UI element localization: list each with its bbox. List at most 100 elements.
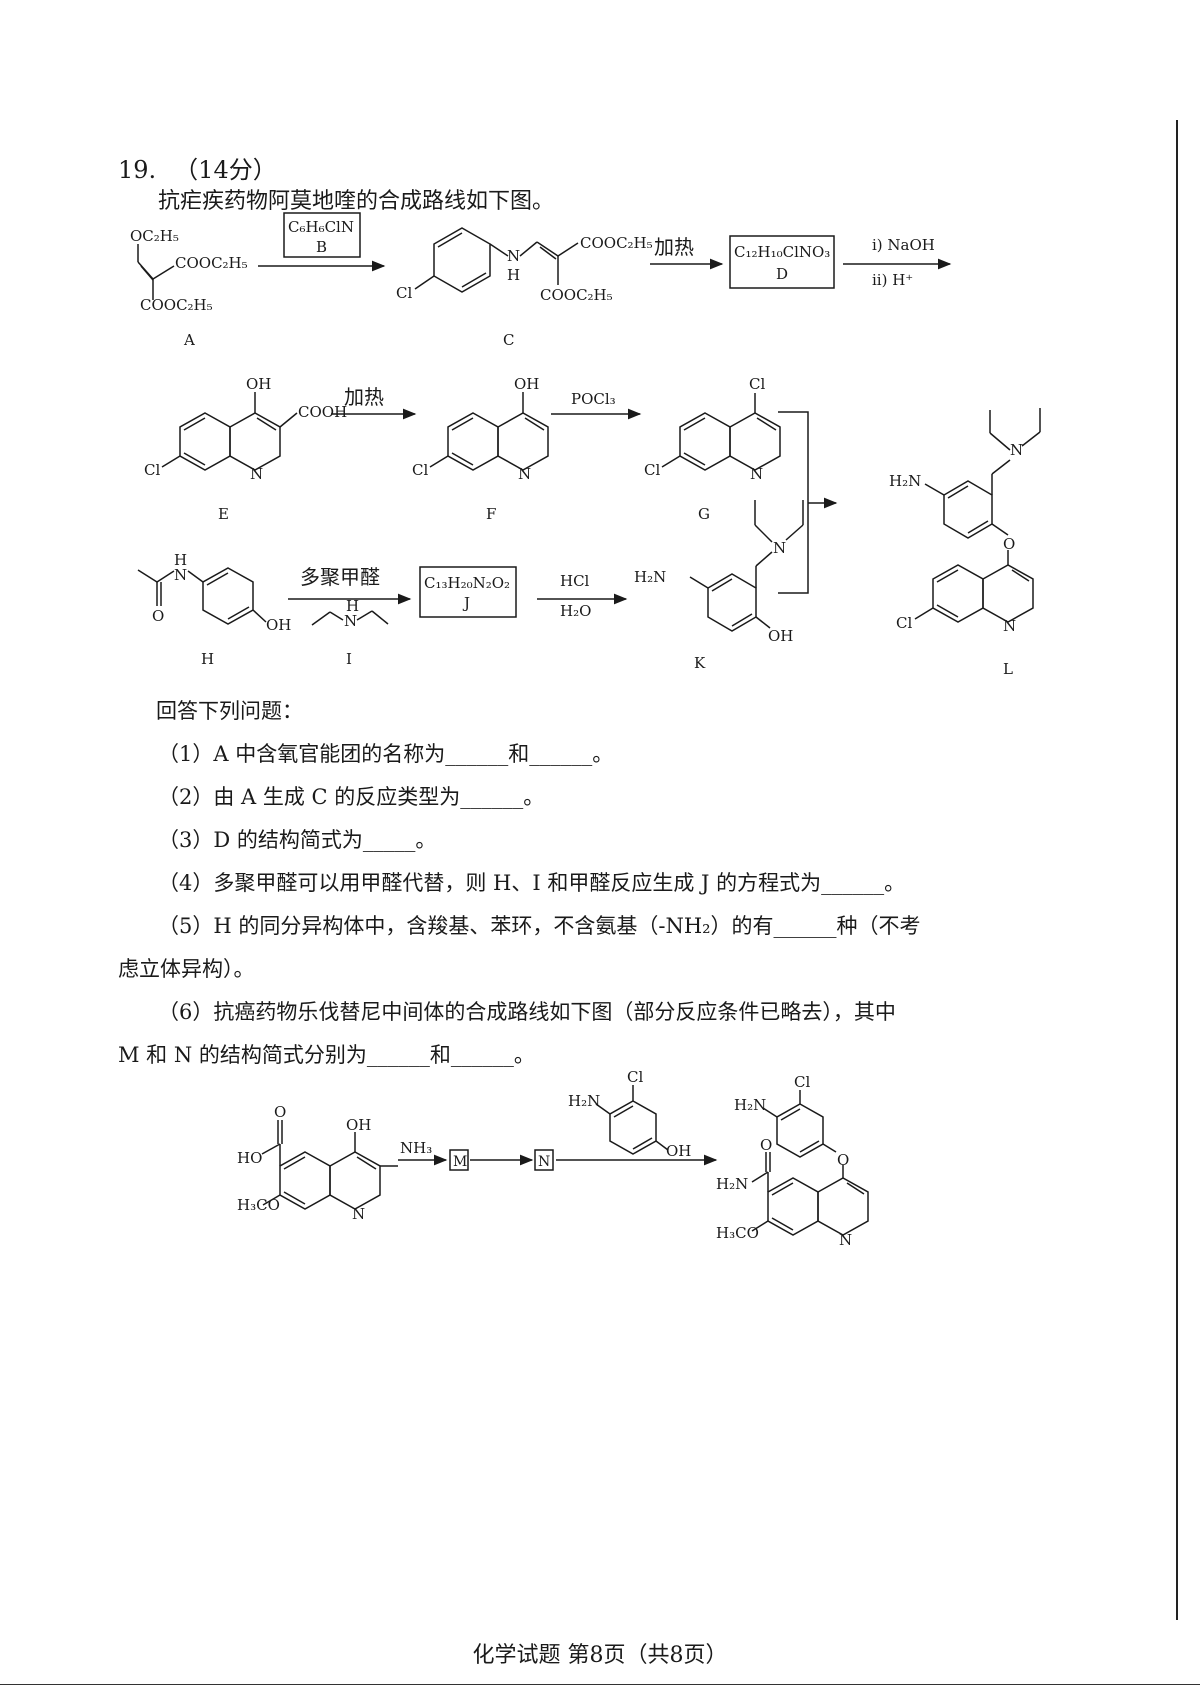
sub-question-2: （2）由 A 生成 C 的反应类型为______。 xyxy=(158,785,545,809)
compound-i xyxy=(311,610,389,626)
heat-label-2: 加热 xyxy=(344,385,384,409)
s2-nh3: NH₃ xyxy=(400,1139,432,1157)
cond-acid: ii) H⁺ xyxy=(872,271,913,289)
h-nh-h: H xyxy=(174,551,187,569)
g-chloro-4: Cl xyxy=(749,375,765,393)
s2-phenol-cl: Cl xyxy=(627,1068,643,1086)
s2-phenol-oh: OH xyxy=(666,1142,691,1160)
s2-start-ho: HO xyxy=(237,1149,262,1167)
pocl3-label: POCl₃ xyxy=(571,390,616,408)
label-i: I xyxy=(346,650,352,668)
label-a: A xyxy=(183,331,195,349)
scheme2-phenol xyxy=(595,1085,669,1155)
sub-question-6-line2: M 和 N 的结构简式分别为______和______。 xyxy=(118,1043,535,1067)
k-hydroxy: OH xyxy=(768,627,793,645)
scheme2-start-compound xyxy=(261,1120,398,1210)
g-chloro-7: Cl xyxy=(644,461,660,479)
label-l: L xyxy=(1003,660,1013,678)
h-carbonyl-o: O xyxy=(152,607,164,625)
compound-l xyxy=(914,408,1041,623)
sub-question-4: （4）多聚甲醛可以用甲醛代替，则 H、I 和甲醛反应生成 J 的方程式为____… xyxy=(158,871,906,895)
s2-product-meo: H₃CO xyxy=(716,1224,759,1242)
e-chloro: Cl xyxy=(144,461,160,479)
page-footer: 化学试题 第8页（共8页） xyxy=(472,1643,728,1668)
h-hydroxy: OH xyxy=(266,616,291,634)
s2-m: M xyxy=(453,1154,467,1170)
sub-question-6-line1: （6）抗癌药物乐伐替尼中间体的合成路线如下图（部分反应条件已略去），其中 xyxy=(158,1000,896,1024)
f-hydroxy: OH xyxy=(514,375,539,393)
l-ether-o: O xyxy=(1003,535,1015,553)
l-amine-n: N xyxy=(1010,441,1023,459)
g-nitrogen: N xyxy=(750,465,763,483)
heat-label-1: 加热 xyxy=(654,235,694,259)
question-header: 19.（14分） xyxy=(118,150,277,185)
e-hydroxy: OH xyxy=(246,375,271,393)
label-b: B xyxy=(316,238,327,256)
label-c: C xyxy=(503,331,514,349)
compound-h xyxy=(137,567,267,625)
reaction-arrows xyxy=(258,258,952,605)
e-nitrogen: N xyxy=(250,465,263,483)
h-nh-n: N xyxy=(174,566,187,584)
compound-k xyxy=(689,500,804,632)
l-ring-n: N xyxy=(1003,617,1016,635)
l-amino: H₂N xyxy=(889,472,921,490)
s2-product-amide-o: O xyxy=(760,1136,772,1154)
k-amino: H₂N xyxy=(634,568,666,586)
s2-start-meo: H₃CO xyxy=(237,1196,280,1214)
question-points: （14分） xyxy=(174,156,277,184)
paraformaldehyde-label: 多聚甲醛 xyxy=(300,565,380,589)
a-ester1: COOC₂H₅ xyxy=(175,254,248,272)
label-h: H xyxy=(201,650,214,668)
s2-n: N xyxy=(538,1154,550,1170)
c-nh-n: N xyxy=(507,247,520,265)
sub-question-5-line2: 虑立体异构）。 xyxy=(118,957,255,981)
intermediate-d-box xyxy=(729,235,835,289)
b-formula: C₆H₆ClN xyxy=(288,218,354,236)
reagent-b-box xyxy=(283,212,361,258)
j-formula: C₁₃H₂₀N₂O₂ xyxy=(424,574,510,592)
box-m xyxy=(449,1149,469,1171)
d-formula: C₁₂H₁₀ClNO₃ xyxy=(734,243,830,261)
s2-product-cl: Cl xyxy=(794,1073,810,1091)
label-g: G xyxy=(698,505,710,523)
e-carboxyl: COOH xyxy=(298,403,347,421)
label-f: F xyxy=(486,505,496,523)
intermediate-j-box xyxy=(419,566,517,618)
c-nh-h: H xyxy=(507,266,520,284)
answer-section: 回答下列问题： （1）A 中含氧官能团的名称为______和______。 （2… xyxy=(118,690,1078,1077)
c-chloro: Cl xyxy=(396,284,412,302)
sub-question-1: （1）A 中含氧官能团的名称为______和______。 xyxy=(158,742,614,766)
s2-start-n: N xyxy=(352,1205,365,1223)
compound-a xyxy=(137,244,175,300)
compound-e xyxy=(161,392,298,471)
sub-question-5-line1: （5）H 的同分异构体中，含羧基、苯环，不含氨基（-NH₂）的有______种（… xyxy=(158,914,921,938)
cond-naoh: i) NaOH xyxy=(872,236,935,254)
sub-question-3: （3）D 的结构简式为_____。 xyxy=(158,828,437,852)
box-n xyxy=(534,1149,554,1171)
water-label: H₂O xyxy=(560,602,591,620)
a-ethoxy: OC₂H₅ xyxy=(130,227,179,245)
s2-product-ether-o: O xyxy=(837,1151,849,1169)
bottom-rule xyxy=(0,1684,1200,1685)
c-ester2: COOC₂H₅ xyxy=(540,286,613,304)
label-k: K xyxy=(694,654,706,672)
s2-product-amide-nh2: H₂N xyxy=(716,1175,748,1193)
s2-phenol-nh2: H₂N xyxy=(568,1092,600,1110)
label-d: D xyxy=(776,265,788,283)
scheme2-product xyxy=(751,1090,869,1236)
label-j: J xyxy=(462,594,470,612)
i-n: N xyxy=(344,612,357,630)
compound-g xyxy=(661,393,781,471)
k-amine-n: N xyxy=(773,539,786,557)
f-nitrogen: N xyxy=(518,465,531,483)
c-ester1: COOC₂H₅ xyxy=(580,234,653,252)
label-e: E xyxy=(218,505,229,523)
l-chloro: Cl xyxy=(896,614,912,632)
s2-product-n: N xyxy=(839,1231,852,1249)
compound-c xyxy=(414,227,579,293)
question-intro: 抗疟疾药物阿莫地喹的合成路线如下图。 xyxy=(158,189,555,214)
i-h: H xyxy=(346,597,359,615)
answers-heading: 回答下列问题： xyxy=(156,699,303,723)
